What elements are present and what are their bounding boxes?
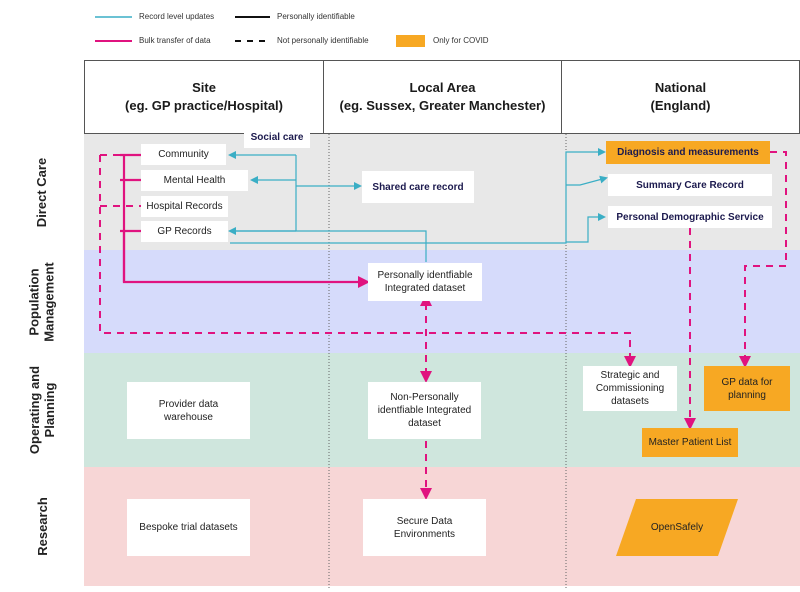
column-local-title: Local Area — [409, 80, 476, 95]
legend-only-for-covid: Only for COVID — [433, 36, 489, 45]
column-local-subtitle: (eg. Sussex, Greater Manchester) — [339, 98, 546, 113]
column-national-title: National — [654, 80, 707, 95]
opensafely-parallelogram — [616, 499, 738, 556]
pi-integrated-dataset-box: Personally identfiable Integrated datase… — [368, 263, 482, 301]
record-level-update-lines — [228, 148, 608, 262]
master-patient-list-box: Master Patient List — [642, 428, 738, 457]
npi-integrated-dataset-box: Non-Personally identfiable Integrated da… — [368, 382, 481, 439]
bulk-transfer-dashed-lines — [99, 151, 787, 500]
legend-record-level-updates: Record level updates — [139, 12, 215, 21]
community-box: Community — [141, 144, 226, 165]
personal-demographic-service-box: Personal Demographic Service — [608, 206, 772, 228]
strategic-commissioning-box: Strategic and Commissioning datasets — [583, 366, 677, 411]
mental-health-box: Mental Health — [141, 170, 248, 191]
secure-data-environments-box: Secure Data Environments — [363, 499, 486, 556]
shared-care-record-box: Shared care record — [362, 171, 474, 203]
column-header-local-area: Local Area (eg. Sussex, Greater Manchest… — [323, 60, 562, 134]
legend-covid-swatch — [396, 35, 425, 47]
diagnosis-measurements-box: Diagnosis and measurements — [606, 141, 770, 164]
legend-personally-identifiable: Personally identifiable — [277, 12, 355, 21]
legend-not-personally-identifiable: Not personally identifiable — [277, 36, 369, 45]
bulk-transfer-solid-lines — [120, 153, 370, 288]
column-header-national: National (England) — [561, 60, 800, 134]
bespoke-trial-datasets-box: Bespoke trial datasets — [127, 499, 250, 556]
gp-data-for-planning-box: GP data for planning — [704, 366, 790, 411]
opensafely-shape: OpenSafely — [616, 499, 738, 556]
social-care-box: Social care — [244, 126, 310, 148]
column-national-subtitle: (England) — [650, 98, 711, 113]
hospital-records-box: Hospital Records — [141, 196, 228, 217]
summary-care-record-box: Summary Care Record — [608, 174, 772, 196]
provider-data-warehouse-box: Provider data warehouse — [127, 382, 250, 439]
column-header-site: Site (eg. GP practice/Hospital) — [84, 60, 324, 134]
column-site-title: Site — [192, 80, 216, 95]
opensafely-label: OpenSafely — [650, 522, 704, 533]
gp-records-box: GP Records — [141, 221, 228, 242]
column-site-subtitle: (eg. GP practice/Hospital) — [125, 98, 283, 113]
legend-bulk-transfer: Bulk transfer of data — [139, 36, 211, 45]
